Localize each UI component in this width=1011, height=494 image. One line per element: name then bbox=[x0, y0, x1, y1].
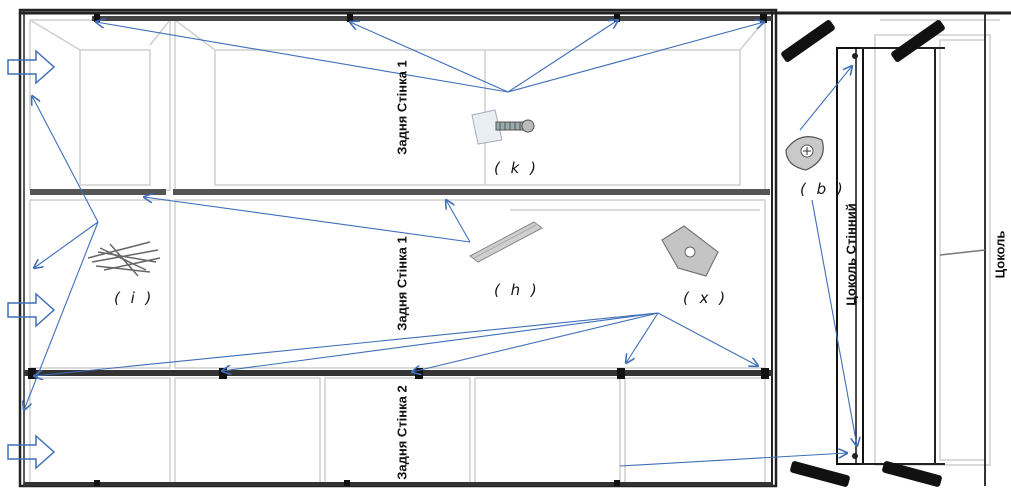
plinth-section bbox=[781, 14, 986, 487]
leader-lines bbox=[24, 20, 857, 467]
direction-arrows bbox=[7, 49, 56, 470]
shelf-clip-icon bbox=[661, 225, 719, 277]
panel-label-back-wall-1-top: Задня Стінка 1 bbox=[394, 60, 410, 155]
nails-icon bbox=[87, 241, 161, 277]
part-label-x: ( x ) bbox=[683, 289, 729, 307]
arrow-right-icon bbox=[7, 434, 56, 470]
part-label-k: ( k ) bbox=[494, 159, 539, 177]
cam-lock-icon bbox=[785, 136, 824, 171]
screw-icon bbox=[471, 109, 535, 145]
part-label-b: ( b ) bbox=[800, 180, 846, 198]
panel-label-plinth-back: Цоколь Стінний bbox=[843, 203, 859, 306]
part-label-h: ( h ) bbox=[494, 281, 540, 299]
panel-label-back-wall-2: Задня Стінка 2 bbox=[394, 385, 410, 480]
arrow-right-icon bbox=[7, 292, 56, 328]
rail-profile-icon bbox=[469, 221, 543, 263]
panel-label-plinth: Цоколь bbox=[992, 230, 1008, 279]
arrow-right-icon bbox=[7, 49, 56, 85]
panel-label-back-wall-1-mid: Задня Стінка 1 bbox=[394, 236, 410, 331]
part-label-i: ( i ) bbox=[114, 289, 155, 307]
shelf-rails bbox=[24, 16, 772, 486]
